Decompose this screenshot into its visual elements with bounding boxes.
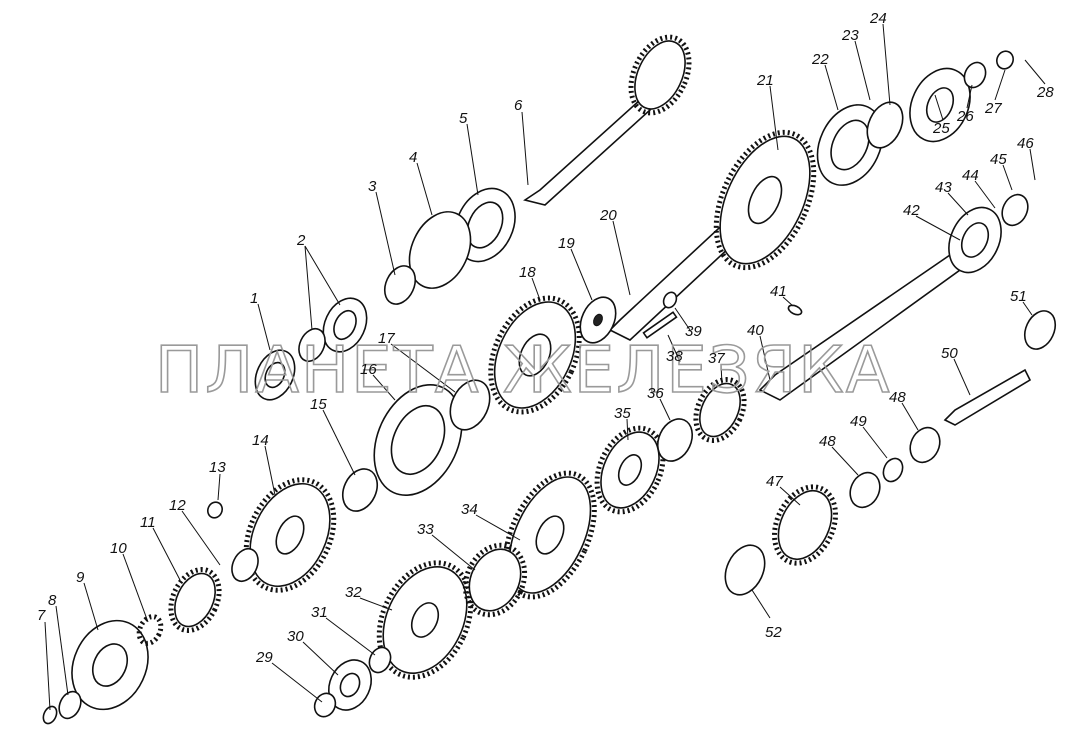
callout-17: 17 (378, 330, 395, 347)
callout-13: 13 (209, 459, 226, 476)
bearings-rings (42, 50, 1057, 725)
callout-21: 21 (756, 72, 774, 89)
callout-43: 43 (935, 179, 952, 196)
callout-numbers: 1 2 3 4 5 6 7 8 9 10 11 12 13 14 15 16 1… (37, 10, 1054, 666)
callout-34: 34 (461, 501, 478, 518)
callout-48-upper: 48 (889, 389, 906, 406)
callout-51: 51 (1010, 288, 1027, 305)
callout-44: 44 (962, 167, 979, 184)
callout-7: 7 (37, 607, 46, 624)
callout-36: 36 (647, 385, 664, 402)
callout-9: 9 (76, 569, 85, 586)
callout-24: 24 (869, 10, 887, 27)
callout-40: 40 (747, 322, 764, 339)
callout-3: 3 (368, 178, 377, 195)
callout-4: 4 (409, 149, 417, 166)
reverse-axle-50 (943, 368, 1032, 426)
callout-26: 26 (956, 108, 974, 125)
callout-49: 49 (850, 413, 867, 430)
callout-10: 10 (110, 540, 127, 557)
callout-37: 37 (708, 350, 725, 367)
callout-5: 5 (459, 110, 468, 127)
callout-50: 50 (941, 345, 958, 362)
callout-46: 46 (1017, 135, 1034, 152)
callout-19: 19 (558, 235, 575, 252)
callout-45: 45 (990, 151, 1007, 168)
callout-25: 25 (932, 120, 950, 137)
callout-16: 16 (360, 361, 377, 378)
callout-27: 27 (984, 100, 1002, 117)
callout-42: 42 (903, 202, 920, 219)
callout-28: 28 (1036, 84, 1054, 101)
callout-6: 6 (514, 97, 523, 114)
callout-20: 20 (599, 207, 617, 224)
callout-35: 35 (614, 405, 631, 422)
callout-30: 30 (287, 628, 304, 645)
callout-15: 15 (310, 396, 327, 413)
callout-31: 31 (311, 604, 328, 621)
leader-lines (44, 23, 1046, 711)
callout-29: 29 (255, 649, 273, 666)
callout-47: 47 (766, 473, 783, 490)
callout-52: 52 (765, 624, 782, 641)
callout-12: 12 (169, 497, 186, 514)
input-shaft (523, 98, 652, 206)
callout-11: 11 (140, 514, 156, 531)
callout-33: 33 (417, 521, 434, 538)
callout-23: 23 (841, 27, 859, 44)
callout-32: 32 (345, 584, 362, 601)
callout-14: 14 (252, 432, 269, 449)
callout-48-lower: 48 (819, 433, 836, 450)
callout-39: 39 (685, 323, 702, 340)
watermark: ПЛАНЕТА ЖЕЛЕЗЯКА (155, 334, 891, 408)
callout-41: 41 (770, 283, 787, 300)
callout-22: 22 (811, 51, 829, 68)
callout-8: 8 (48, 592, 57, 609)
callout-38: 38 (666, 348, 683, 365)
callout-2: 2 (296, 232, 306, 249)
callout-18: 18 (519, 264, 536, 281)
callout-1: 1 (250, 290, 258, 307)
